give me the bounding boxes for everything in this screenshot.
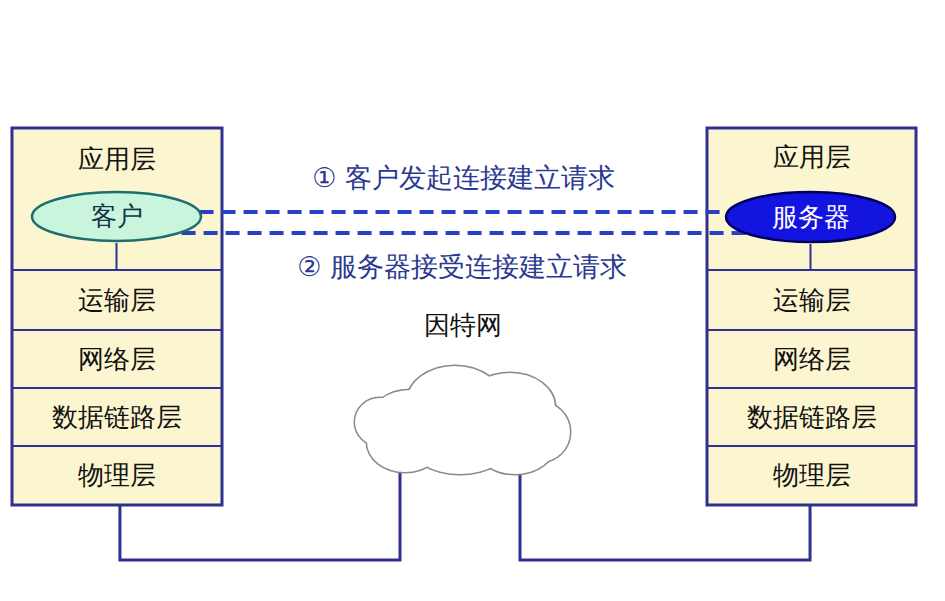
process-name: 服务器 — [772, 200, 850, 235]
connection-dashed-line — [200, 210, 728, 214]
layer-name: 网络层 — [773, 342, 851, 377]
layer-name: 应用层 — [78, 142, 156, 177]
layer-divider — [12, 387, 222, 389]
stack-outline — [12, 128, 222, 505]
link-line — [120, 472, 400, 560]
stack-outline — [707, 128, 916, 505]
message-label: ① 客户发起连接建立请求 — [312, 160, 615, 196]
link-line — [810, 244, 812, 270]
layer-divider — [707, 387, 916, 389]
protocol-layer: 网络层 — [12, 330, 222, 388]
layer-name: 物理层 — [78, 458, 156, 493]
layer-name: 运输层 — [78, 283, 156, 318]
protocol-layer: 数据链路层 — [707, 388, 916, 446]
link-line — [116, 243, 118, 270]
protocol-layer: 应用层客户 — [12, 128, 222, 270]
layer-name: 物理层 — [773, 458, 851, 493]
protocol-layer: 运输层 — [707, 270, 916, 330]
cloud-shape — [350, 362, 575, 478]
layer-name: 应用层 — [773, 140, 851, 175]
protocol-layer: 应用层服务器 — [707, 128, 916, 270]
layer-divider — [12, 445, 222, 447]
protocol-layer: 物理层 — [12, 446, 222, 505]
link-line — [520, 472, 810, 560]
layer-name: 数据链路层 — [52, 400, 182, 435]
app-process-ellipse: 客户 — [30, 190, 203, 243]
layer-name: 数据链路层 — [747, 400, 877, 435]
internet-cloud: 因特网 — [350, 300, 575, 478]
connection-dashed-line — [179, 231, 746, 235]
protocol-layer: 运输层 — [12, 270, 222, 330]
layer-name: 运输层 — [773, 283, 851, 318]
protocol-layer: 网络层 — [707, 330, 916, 388]
layer-divider — [707, 329, 916, 331]
layer-name: 网络层 — [78, 342, 156, 377]
layer-divider — [12, 329, 222, 331]
process-name: 客户 — [91, 199, 143, 234]
protocol-layer: 物理层 — [707, 446, 916, 505]
layer-divider — [707, 445, 916, 447]
app-process-ellipse: 服务器 — [724, 190, 897, 244]
message-label: ② 服务器接受连接建立请求 — [297, 249, 627, 285]
network-label: 因特网 — [424, 308, 502, 343]
protocol-layer: 数据链路层 — [12, 388, 222, 446]
